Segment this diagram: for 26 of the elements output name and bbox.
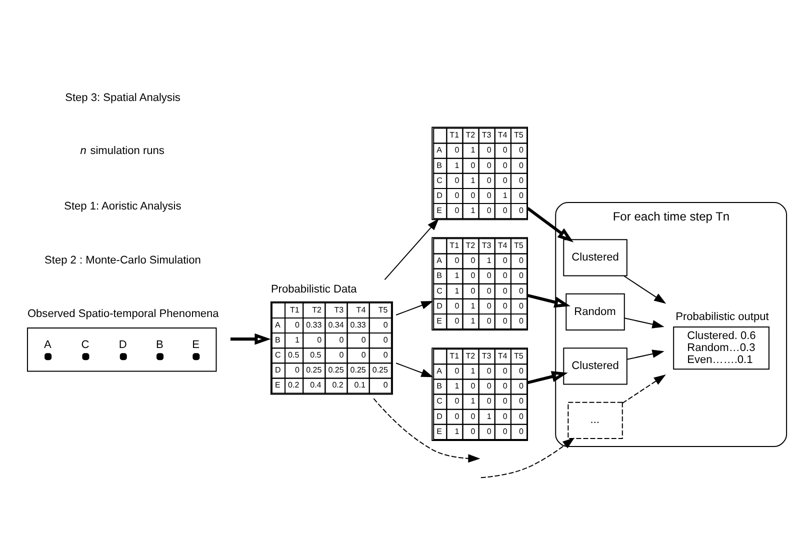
- node-box: Clustered: [562, 348, 627, 385]
- label: Step 3: Spatial Analysis: [64, 92, 180, 104]
- arrow: [480, 438, 574, 478]
- arrow: [230, 333, 270, 345]
- arrow: [626, 350, 664, 360]
- node-box: Random: [565, 293, 624, 331]
- label: Step 1: Aoristic Analysis: [64, 200, 181, 212]
- arrow: [395, 362, 433, 378]
- arrow: [384, 218, 438, 280]
- node-box: Clustered. 0.6 Random…0.3 Even…….0.1: [672, 326, 769, 370]
- arrow: [622, 374, 666, 404]
- label: n simulation runs: [80, 145, 164, 158]
- arrow: [526, 206, 574, 242]
- node-box: ...: [567, 402, 622, 439]
- arrow: [372, 398, 480, 463]
- label: Step 2 : Monte-Carlo Simulation: [44, 254, 200, 267]
- node-label: Probabilistic output: [675, 310, 768, 323]
- node-label: Observed Spatio-temporal Phenomena: [26, 308, 218, 320]
- arrow: [623, 276, 666, 304]
- arrow: [395, 300, 433, 316]
- node-box: Clustered: [562, 239, 627, 276]
- node-box: A C D B E: [26, 328, 216, 372]
- arrow: [526, 294, 570, 308]
- arrow: [624, 318, 664, 328]
- node-label: Probabilistic Data: [270, 284, 356, 296]
- arrow: [526, 371, 568, 384]
